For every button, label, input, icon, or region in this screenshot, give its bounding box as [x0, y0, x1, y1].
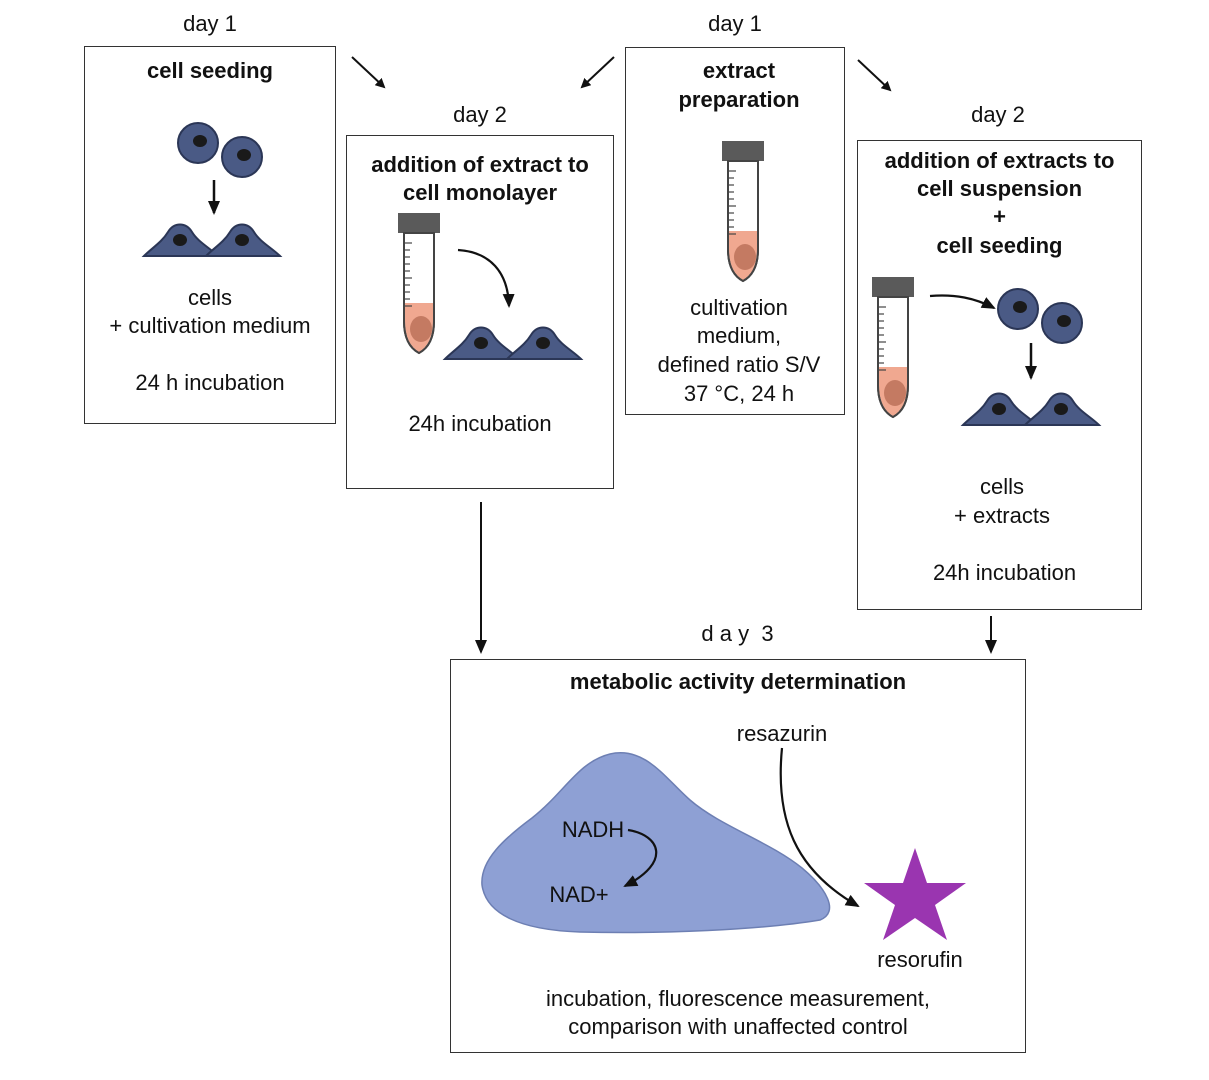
extract-line3: defined ratio S/V [657, 352, 821, 377]
day-label-suspension: day 2 [971, 102, 1025, 127]
panel-monolayer [346, 135, 614, 489]
round-cell-icon [997, 288, 1039, 330]
extract-title-line2: preparation [678, 87, 800, 112]
metabolic-line2: comparison with unaffected control [568, 1014, 908, 1039]
nad-label: NAD+ [549, 882, 609, 907]
monolayer-title-line2: cell monolayer [402, 180, 558, 205]
adherent-cell-icon [444, 326, 520, 360]
adherent-cell-icon [1024, 392, 1100, 426]
suspension-line3: 24h incubation [932, 560, 1077, 585]
resorufin-label: resorufin [877, 947, 963, 972]
round-cell-icon [221, 136, 263, 178]
resazurin-arrow-icon [779, 747, 860, 907]
day-label-cell-seeding: day 1 [183, 11, 237, 36]
tube-icon [397, 212, 441, 354]
day-label-extract-preparation: day 1 [708, 11, 762, 36]
day-label-metabolic: d a y 3 [701, 621, 774, 646]
suspension-title-line4: cell seeding [936, 233, 1063, 258]
adherent-cell-icon [506, 326, 582, 360]
extract-title-line1: extract [702, 58, 776, 83]
monolayer-line1: 24h incubation [408, 411, 552, 436]
adherent-cell-icon [205, 223, 281, 257]
arrow-seeding-to-monolayer [351, 56, 386, 89]
metabolic-title: metabolic activity determination [569, 669, 907, 694]
monolayer-title-line1: addition of extract to [371, 152, 589, 177]
nadh-label: NADH [561, 817, 625, 842]
large-cell-icon [481, 752, 831, 934]
curved-arrow-icon [929, 294, 996, 309]
tube-icon [871, 276, 915, 418]
curved-arrow-icon [457, 248, 515, 308]
suspension-line1: cells [979, 474, 1024, 499]
arrow-extract-to-monolayer [580, 56, 615, 89]
adherent-cell-icon [143, 223, 219, 257]
round-cell-icon [1041, 302, 1083, 344]
resazurin-label: resazurin [736, 721, 828, 746]
arrow-extract-to-suspension [857, 59, 892, 92]
adherent-cell-icon [962, 392, 1038, 426]
extract-line2: medium, [696, 323, 782, 348]
panel-cell-seeding [84, 46, 336, 424]
tube-icon [721, 140, 765, 282]
suspension-title-line1: addition of extracts to [884, 148, 1115, 173]
cell-seeding-line1: cells [187, 285, 232, 310]
nadh-conversion-arrow-icon [623, 828, 658, 887]
resorufin-star-icon [864, 848, 966, 940]
extract-line1: cultivation [690, 295, 788, 320]
suspension-title-line2: cell suspension [916, 176, 1083, 201]
day-label-monolayer: day 2 [453, 102, 507, 127]
cell-seeding-title: cell seeding [147, 58, 273, 83]
extract-line4: 37 °C, 24 h [683, 381, 795, 406]
suspension-line2: + extracts [954, 503, 1050, 528]
metabolic-line1: incubation, fluorescence measurement, [546, 986, 930, 1011]
round-cell-icon [177, 122, 219, 164]
cell-seeding-line3: 24 h incubation [135, 370, 285, 395]
cell-seeding-line2: + cultivation medium [109, 313, 311, 338]
suspension-title-line3: + [993, 204, 1006, 229]
